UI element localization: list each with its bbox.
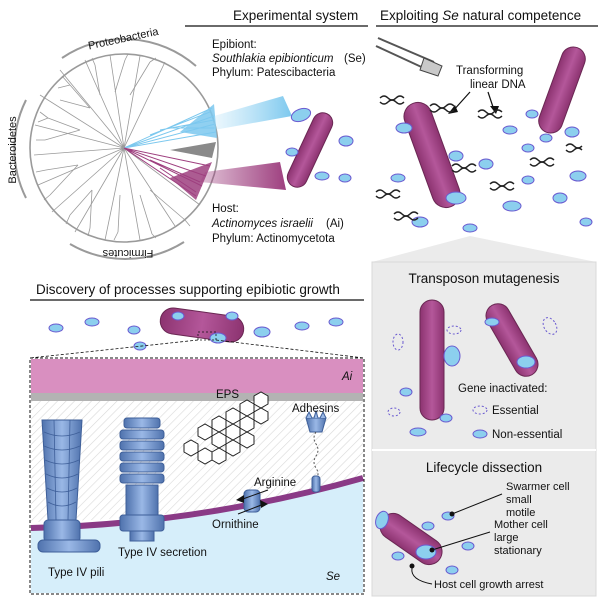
epibiont-heading: Epibiont: [212, 39, 257, 51]
mutant-epibionts [387, 317, 558, 437]
label-arginine: Arginine [254, 477, 296, 489]
epibiont-phylum: Phylum: Patescibacteria [212, 67, 336, 79]
legend-essential: Essential [492, 405, 539, 417]
swarmer-line1: Swarmer cell [506, 481, 570, 493]
host-cell [403, 101, 461, 209]
host-cell [538, 46, 586, 134]
host-abbr: (Ai) [326, 218, 344, 230]
adhesin-icon [305, 409, 327, 493]
label-eps: EPS [216, 389, 239, 401]
tree-label-firmicutes: Firmicutes [102, 247, 153, 259]
host-name: Actinomyces israelii [211, 218, 313, 230]
legend-essential-swatch [472, 405, 488, 415]
tree-label-proteobacteria: Proteobacteria [87, 26, 160, 53]
swarmer-line2: small [506, 494, 532, 506]
host-band-label: Ai [341, 371, 353, 383]
type-iv-pili-icon [37, 419, 101, 553]
mother-line2: large [494, 532, 518, 544]
legend-nonessential-swatch [472, 429, 488, 439]
pipette-icon [375, 37, 443, 77]
label-ornithine: Ornithine [212, 519, 259, 531]
type-iv-secretion-icon [119, 417, 165, 542]
legend-title: Gene inactivated: [458, 383, 548, 395]
panel-discovery: Discovery of processes supporting epibio… [29, 282, 365, 595]
host-epibiont-cells [285, 107, 354, 188]
panel-experimental-system: Experimental system [7, 8, 368, 260]
panel-gray-right: Transposon mutagenesis Gene inactivated:… [371, 236, 597, 597]
host-heading: Host: [212, 203, 239, 215]
host-cell [419, 299, 445, 421]
epibiont-cytoplasm [31, 478, 363, 593]
dna-label-line2: linear DNA [470, 79, 526, 91]
epibiont-name: Southlakia epibionticum [212, 53, 334, 65]
phylogenetic-tree: Proteobacteria Bacteroidetes Firmicutes [7, 26, 219, 260]
panel-title-lifecycle: Lifecycle dissection [426, 460, 542, 475]
epibiont-abbr: (Se) [344, 53, 366, 65]
host-clade-fan [200, 162, 286, 190]
panel-title-competence: Exploiting Se natural competence [380, 8, 581, 23]
overview-epibionts [48, 311, 344, 351]
label-adhesins: Adhesins [292, 403, 340, 415]
arginine-ornithine-transporter-icon [236, 489, 269, 515]
epibiont-clade-fan [214, 96, 292, 130]
legend-nonessential: Non-essential [492, 429, 562, 441]
panel-natural-competence: Exploiting Se natural competence Transfo… [375, 8, 598, 233]
label-type-iv-pili: Type IV pili [48, 567, 104, 579]
linear-dna-fragments [375, 95, 583, 221]
eps-polysaccharide-icon [183, 391, 269, 465]
swarmer-line3: motile [506, 507, 535, 519]
epibiont-label: Se [326, 571, 340, 583]
lifecycle-epibionts [375, 510, 475, 575]
host-phylum: Phylum: Actinomycetota [212, 233, 335, 245]
label-type-iv-secretion: Type IV secretion [118, 547, 207, 559]
panel-title-discovery: Discovery of processes supporting epibio… [36, 282, 340, 297]
epibiont-cells [390, 109, 593, 233]
mother-line1: Mother cell [494, 519, 548, 531]
tree-label-bacteroidetes: Bacteroidetes [7, 116, 19, 184]
dna-label-line1: Transforming [456, 65, 523, 77]
mother-line3: stationary [494, 545, 542, 557]
host-growth-arrest: Host cell growth arrest [434, 579, 543, 591]
panel-title-transposon: Transposon mutagenesis [408, 271, 559, 286]
host-band [31, 359, 363, 393]
panel-title-experimental: Experimental system [233, 8, 358, 23]
